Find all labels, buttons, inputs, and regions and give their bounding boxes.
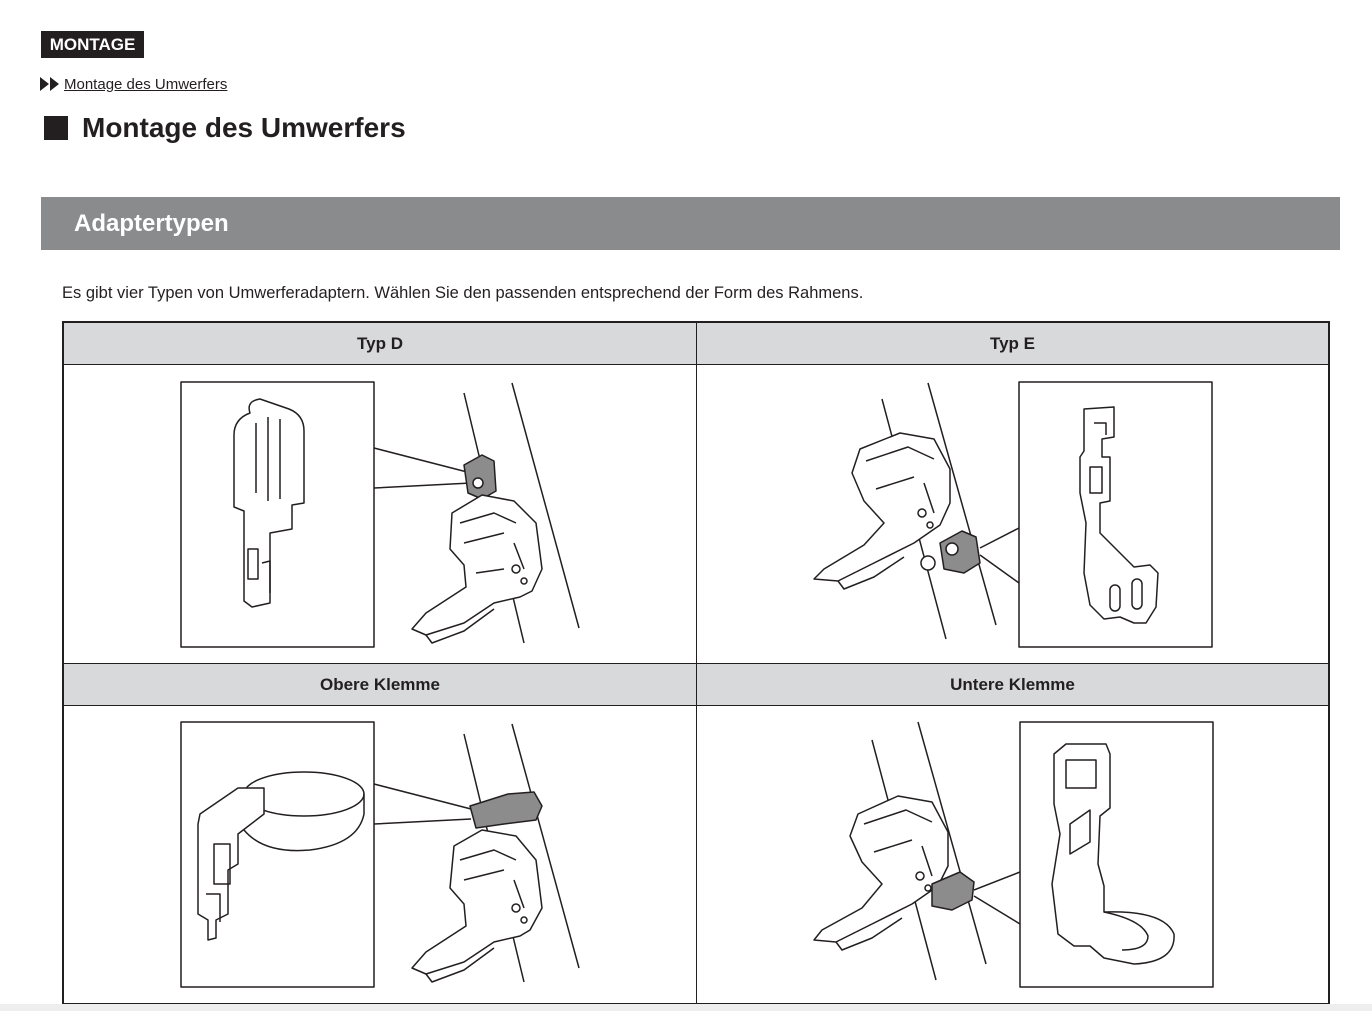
page-title: Montage des Umwerfers <box>44 112 406 144</box>
breadcrumb: Montage des Umwerfers <box>40 73 227 95</box>
page-title-text: Montage des Umwerfers <box>82 112 406 143</box>
table-header-type-d: Typ D <box>64 323 696 364</box>
table-header-upper-clamp: Obere Klemme <box>64 664 696 705</box>
section-bar: Adaptertypen <box>41 197 1340 250</box>
lower-clamp-illustration <box>804 714 1224 998</box>
table-divider <box>64 705 1328 706</box>
table-header-lower-clamp: Untere Klemme <box>697 664 1328 705</box>
adapter-table: Typ D Typ E Obere Klemme Untere Klemme <box>62 321 1330 1005</box>
breadcrumb-link[interactable]: Montage des Umwerfers <box>64 75 228 93</box>
type-e-adapter-illustration <box>804 373 1224 657</box>
page-bottom-strip <box>0 1004 1372 1011</box>
section-bar-title: Adaptertypen <box>74 210 229 237</box>
intro-text: Es gibt vier Typen von Umwerferadaptern.… <box>62 284 864 302</box>
table-divider <box>64 663 1328 664</box>
section-tag: MONTAGE <box>41 31 144 58</box>
double-arrow-icon <box>40 77 60 91</box>
table-divider <box>64 364 1328 365</box>
type-d-adapter-illustration <box>164 373 604 657</box>
square-bullet-icon <box>44 116 68 140</box>
upper-clamp-illustration <box>164 714 604 998</box>
table-header-type-e: Typ E <box>697 323 1328 364</box>
